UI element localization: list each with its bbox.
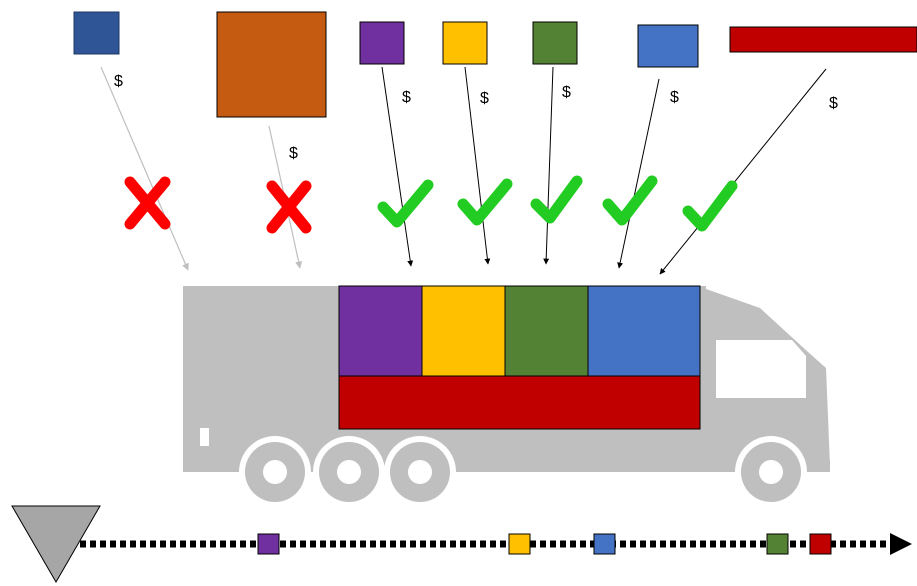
loaded-cargo-blue xyxy=(587,285,701,377)
green-check-icon xyxy=(457,178,513,226)
price-label: $ xyxy=(114,73,123,90)
shipment-box-navy-blue xyxy=(73,11,120,55)
price-label: $ xyxy=(289,145,298,162)
loaded-cargo-red xyxy=(338,375,701,430)
arrowhead-icon xyxy=(890,533,912,555)
shipment-box-purple xyxy=(359,21,405,65)
truck-wheel xyxy=(735,436,807,508)
green-check-icon xyxy=(377,179,434,228)
timeline-marker-red xyxy=(809,533,832,555)
triangle-icon xyxy=(11,505,101,583)
timeline-marker-purple xyxy=(257,533,280,555)
price-label: $ xyxy=(670,89,679,106)
accepted-arrow xyxy=(543,66,554,265)
shipment-box-red xyxy=(729,26,917,53)
timeline-marker-yellow xyxy=(508,533,531,555)
green-check-icon xyxy=(530,175,583,224)
red-x-icon xyxy=(266,180,312,234)
timeline-marker-blue xyxy=(593,533,616,555)
loaded-cargo-purple xyxy=(338,285,423,377)
truck-wheel xyxy=(313,436,385,508)
shipment-box-blue xyxy=(637,24,699,68)
price-label: $ xyxy=(480,90,489,107)
price-label: $ xyxy=(829,95,838,112)
accepted-arrow xyxy=(464,66,491,265)
accepted-arrow xyxy=(617,78,660,269)
accepted-arrow xyxy=(381,66,414,267)
loaded-cargo-green xyxy=(504,285,589,377)
rejected-arrow xyxy=(100,66,189,271)
price-label: $ xyxy=(402,89,411,106)
price-label: $ xyxy=(562,84,571,101)
green-check-icon xyxy=(602,175,658,226)
shipment-box-yellow xyxy=(442,21,488,65)
loaded-cargo-yellow xyxy=(421,285,506,377)
truck-wheel xyxy=(239,436,311,508)
accepted-arrow xyxy=(659,68,827,275)
shipment-box-orange xyxy=(216,11,327,118)
shipment-box-green xyxy=(532,21,578,65)
red-x-icon xyxy=(124,176,171,230)
truck-wheel xyxy=(384,436,456,508)
green-check-icon xyxy=(682,180,738,232)
timeline-marker-green xyxy=(766,533,789,555)
